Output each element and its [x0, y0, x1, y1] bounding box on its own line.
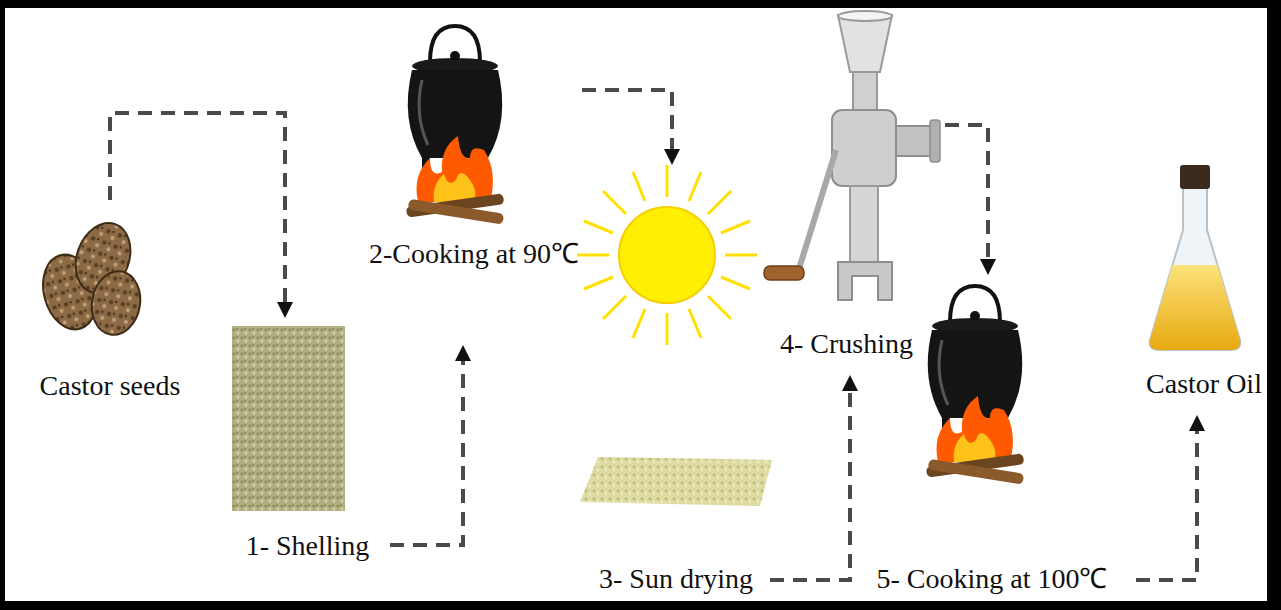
dashed-arrow: [582, 90, 680, 165]
dashed-arrow: [770, 375, 858, 580]
arrowhead: [664, 149, 680, 165]
dashed-arrow: [1136, 415, 1205, 580]
arrowhead: [980, 259, 996, 275]
process-step: 1- Shelling: [225, 318, 390, 565]
sun-part: [666, 165, 669, 197]
shelled-kernels-part: [232, 326, 345, 511]
step-label: 5- Cooking at 100℃: [877, 563, 1108, 595]
oil-flask: [1150, 165, 1241, 350]
grain-grinder-part: [850, 186, 878, 262]
shelled-kernels: [232, 326, 345, 511]
sun-part: [725, 254, 757, 257]
drying-mat-part: [580, 457, 772, 506]
drying-mat: [580, 457, 772, 506]
dashed-arrow: [945, 125, 996, 275]
cooking-pot: [926, 286, 1025, 485]
sun-part: [603, 296, 626, 319]
grain-grinder-part: [832, 110, 896, 186]
grain-grinder-part: [930, 120, 940, 162]
dashed-line: [945, 125, 988, 259]
process-step: Castor seeds: [30, 200, 190, 405]
oil-flask-part: [1150, 265, 1241, 350]
dashed-line: [390, 361, 463, 545]
dashed-line: [110, 113, 285, 302]
arrowhead: [842, 375, 858, 391]
process-step: 5- Cooking at 100℃: [848, 275, 1136, 598]
oil-flask-part: [1150, 185, 1241, 350]
sun-part: [689, 172, 701, 201]
arrowhead: [1189, 415, 1205, 431]
sun-part: [584, 221, 613, 233]
sun-part: [708, 191, 731, 214]
step-label: 3- Sun drying: [599, 563, 753, 595]
step-label: 4- Crushing: [780, 328, 913, 360]
arrowhead: [277, 302, 293, 318]
process-step: 3- Sun drying: [582, 165, 770, 598]
castor-seeds: [35, 215, 145, 338]
grain-grinder: [764, 11, 940, 300]
sun-part: [577, 254, 609, 257]
grain-grinder-part: [838, 262, 892, 300]
sun-part: [689, 309, 701, 338]
sun-part: [721, 277, 750, 289]
white-panel: [5, 8, 1267, 601]
step-label: 2-Cooking at 90℃: [369, 238, 579, 270]
step-label: 1- Shelling: [246, 530, 370, 562]
dashed-arrow: [110, 113, 293, 318]
dashed-line: [770, 391, 850, 580]
sun-part: [666, 313, 669, 345]
grain-grinder-part: [764, 266, 804, 280]
process-step: 4- Crushing: [772, 10, 945, 375]
oil-flask-part: [1180, 165, 1210, 189]
step-label: Castor Oil: [1146, 368, 1262, 400]
dashed-arrow: [390, 345, 471, 545]
arrowhead: [455, 345, 471, 361]
sun: [577, 165, 757, 345]
step-label: Castor seeds: [40, 370, 181, 402]
castor-seeds-part: [87, 267, 145, 338]
sun-part: [619, 207, 715, 303]
sun-part: [603, 191, 626, 214]
grain-grinder-part: [838, 11, 892, 21]
dashed-line: [1136, 431, 1197, 580]
sun-part: [584, 277, 613, 289]
sun-part: [721, 221, 750, 233]
grain-grinder-part: [798, 150, 836, 272]
cooking-pot-part: [926, 286, 1025, 485]
process-step: Castor Oil: [1140, 165, 1268, 415]
dashed-line: [582, 90, 672, 149]
sun-part: [708, 296, 731, 319]
sun-part: [633, 309, 645, 338]
sun-part: [633, 172, 645, 201]
process-step: 2-Cooking at 90℃: [366, 20, 582, 345]
grain-grinder-part: [896, 126, 932, 156]
cooking-pot: [406, 26, 505, 225]
grain-grinder-part: [853, 72, 877, 112]
cooking-pot-part: [406, 26, 505, 225]
grain-grinder-part: [838, 15, 892, 72]
